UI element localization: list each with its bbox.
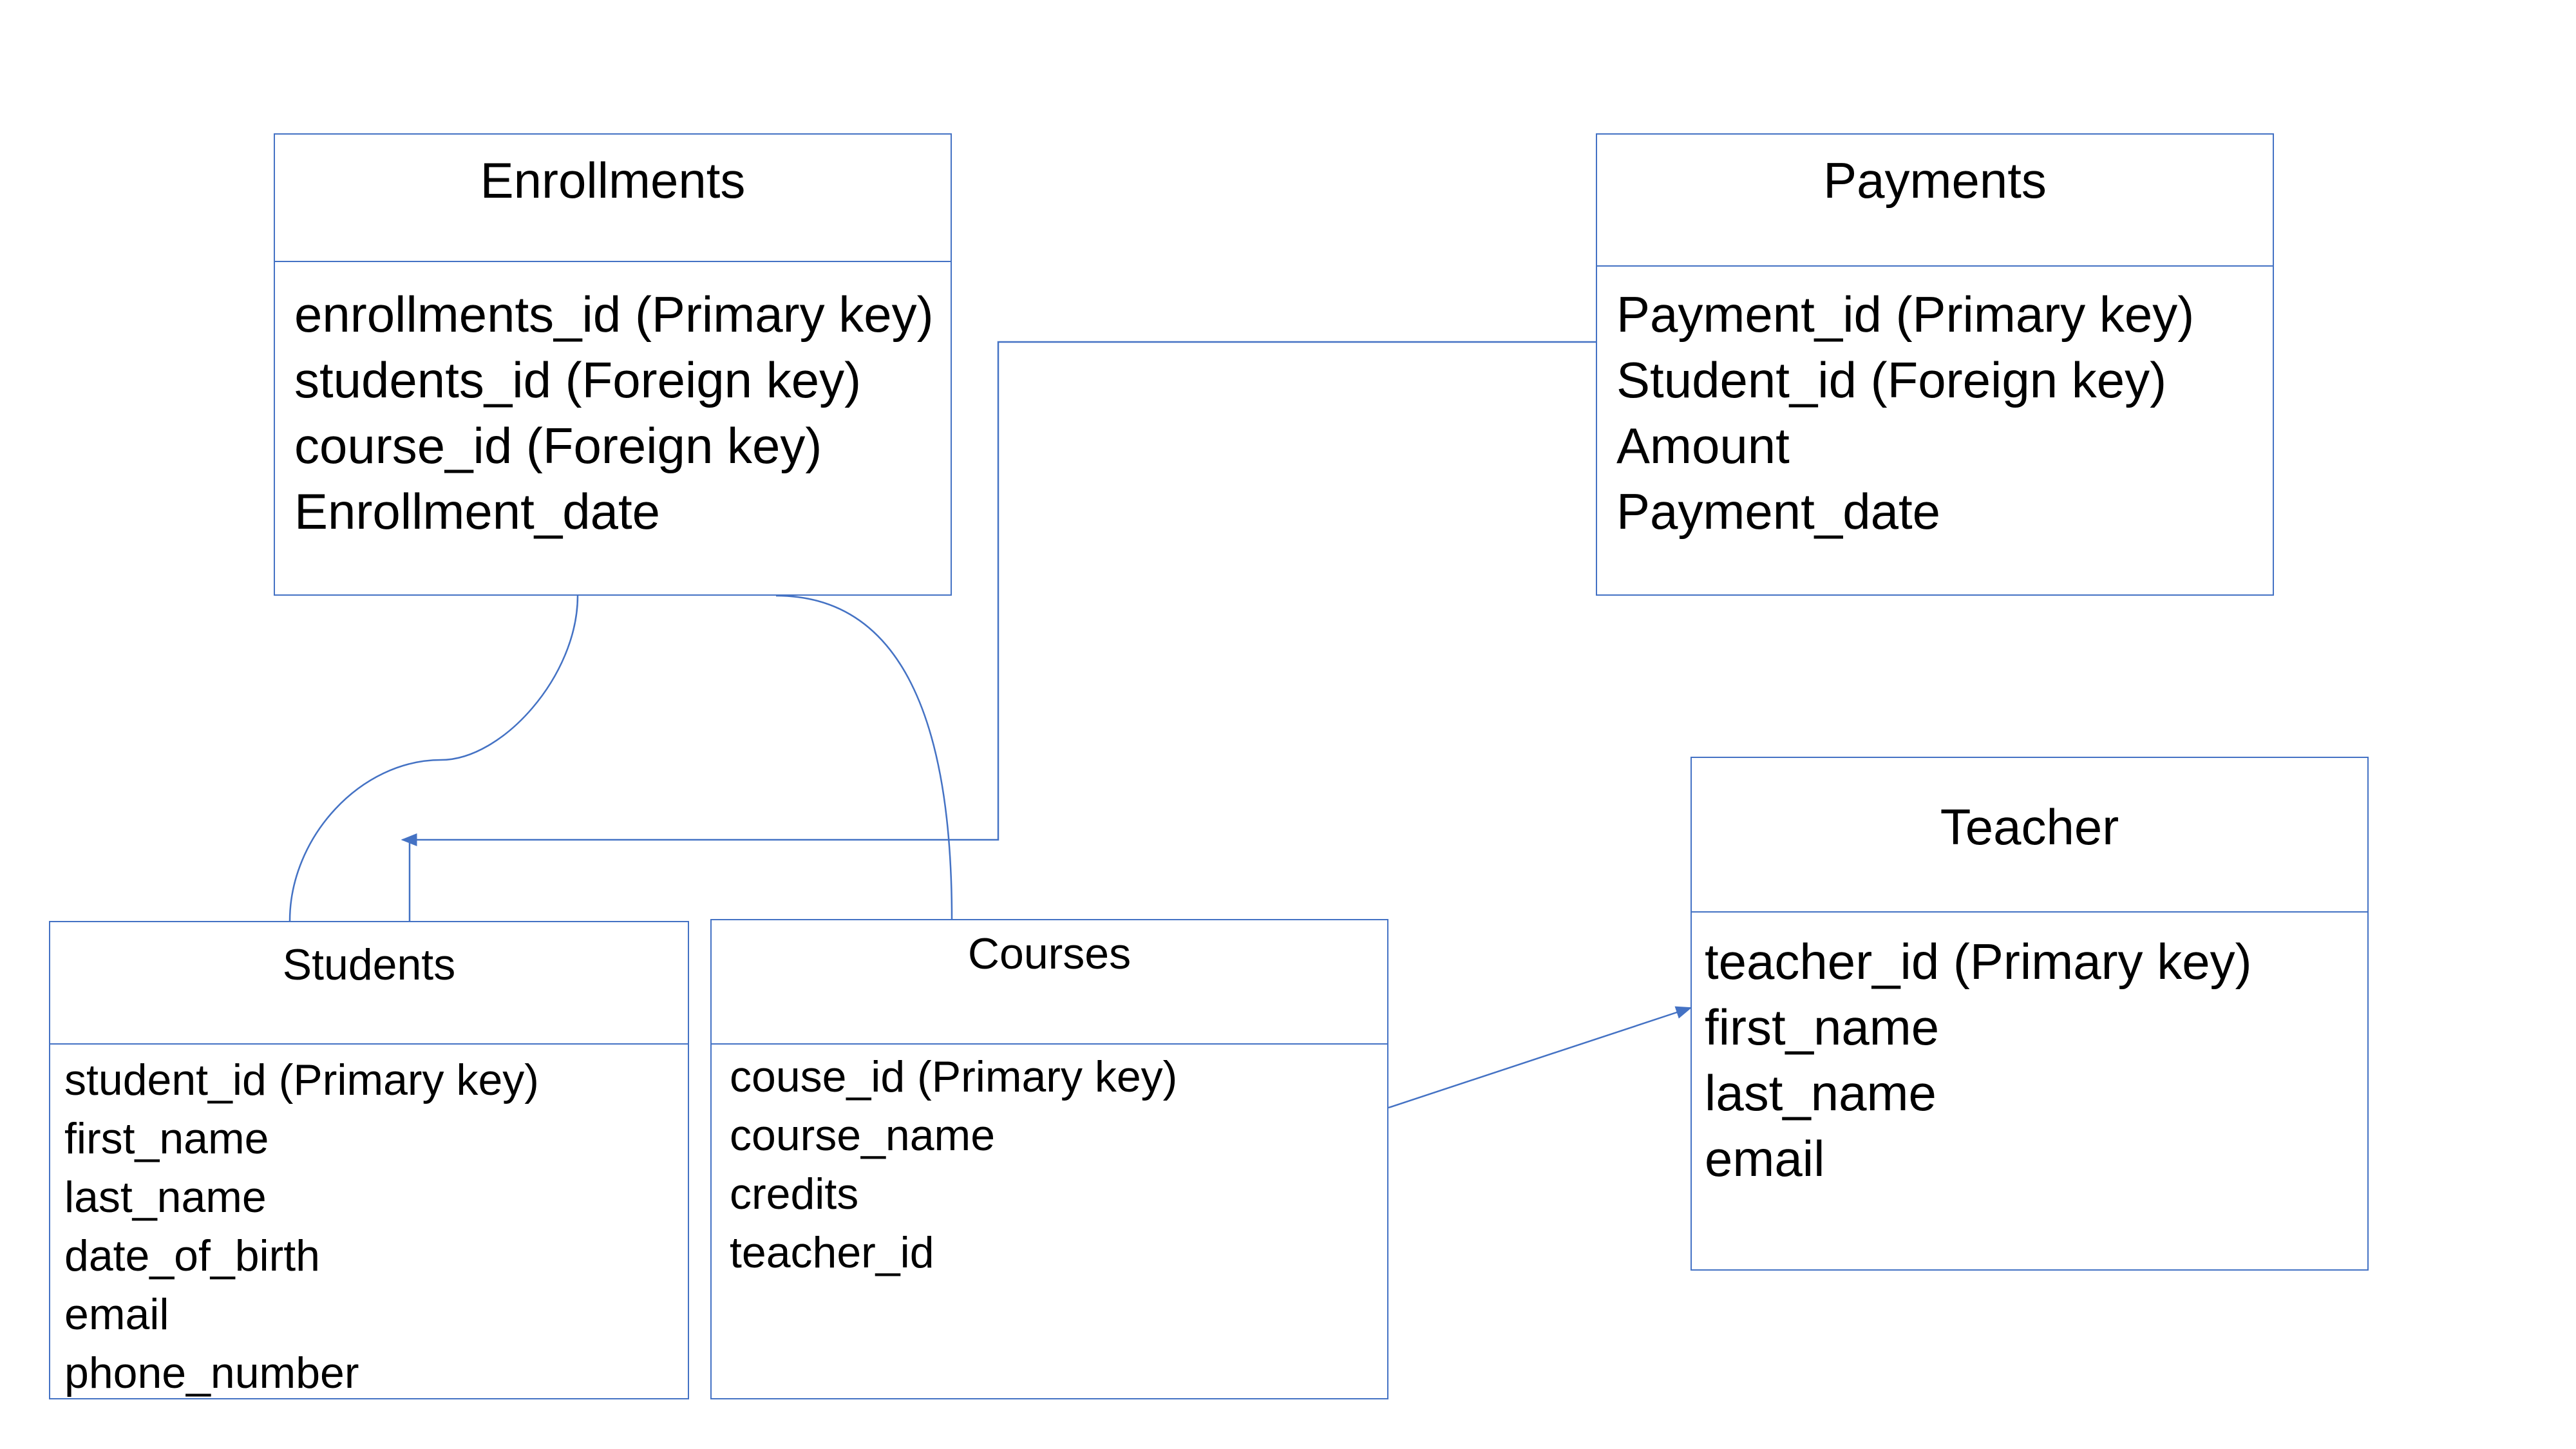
payments-header: Payments [1597,135,2273,267]
field-email: email [64,1290,169,1339]
teacher-header: Teacher [1692,758,2367,913]
field-enrollment-date: Enrollment_date [294,483,661,540]
field-course-id: course_id (Foreign key) [294,417,822,474]
enrollments-entity[interactable]: Enrollments enrollments_id (Primary key)… [274,133,952,596]
enrollments-field-list: enrollments_id (Primary key) students_id… [294,281,934,544]
field-teacher-id: teacher_id (Primary key) [1705,933,2252,990]
field-date-of-birth: date_of_birth [64,1231,320,1280]
students-entity[interactable]: Students student_id (Primary key) first_… [49,921,689,1399]
field-enrollments-id: enrollments_id (Primary key) [294,286,934,343]
field-first-name: first_name [1705,999,1940,1056]
enrollments-header: Enrollments [275,135,951,262]
field-first-name: first_name [64,1114,269,1163]
field-last-name: last_name [1705,1065,1937,1121]
field-payment-id: Payment_id (Primary key) [1616,286,2195,343]
enrollments-to-students-connector [289,595,579,922]
field-phone-number: phone_number [64,1349,359,1397]
students-title: Students [282,940,456,989]
field-teacher-id: teacher_id [730,1228,934,1277]
field-email: email [1705,1130,1825,1187]
field-credits: credits [730,1170,859,1218]
courses-to-teacher-connector [1388,1006,1692,1109]
payments-to-students-connector [401,341,1596,846]
payments-title: Payments [1823,152,2047,209]
teacher-field-list: teacher_id (Primary key) first_name last… [1705,929,2252,1191]
field-course-id: couse_id (Primary key) [730,1052,1178,1101]
courses-title: Courses [967,929,1132,978]
field-last-name: last_name [64,1173,267,1222]
students-field-list: student_id (Primary key) first_name last… [64,1051,539,1403]
payments-field-list: Payment_id (Primary key) Student_id (For… [1616,281,2194,544]
field-amount: Amount [1616,417,1790,474]
courses-header: Courses [712,920,1387,1045]
field-course-name: course_name [730,1111,996,1160]
teacher-title: Teacher [1940,799,2119,855]
courses-field-list: couse_id (Primary key) course_name credi… [730,1048,1177,1282]
field-student-id: Student_id (Foreign key) [1616,352,2167,408]
teacher-entity[interactable]: Teacher teacher_id (Primary key) first_n… [1690,757,2369,1271]
enrollments-to-courses-connector [775,594,953,920]
field-students-id: students_id (Foreign key) [294,352,862,408]
field-payment-date: Payment_date [1616,483,1941,540]
field-student-id: student_id (Primary key) [64,1056,539,1104]
students-header: Students [50,922,688,1045]
payments-entity[interactable]: Payments Payment_id (Primary key) Studen… [1596,133,2274,596]
courses-entity[interactable]: Courses couse_id (Primary key) course_na… [710,919,1388,1399]
enrollments-title: Enrollments [480,152,746,209]
